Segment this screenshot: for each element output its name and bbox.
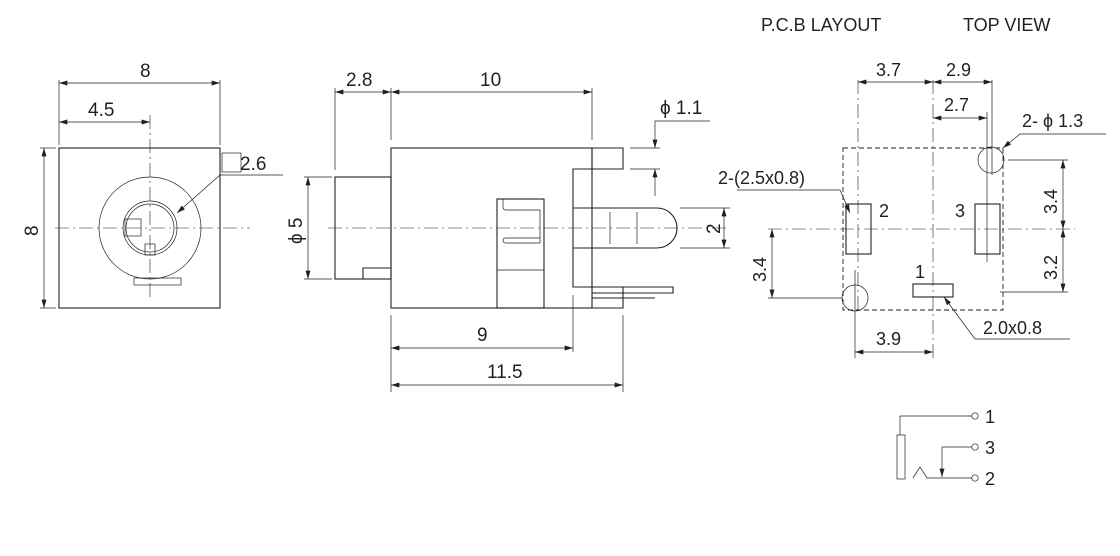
pad-3	[974, 203, 1001, 255]
dim-nose-dia: ϕ 5	[286, 218, 307, 245]
dim-front-height: 8	[22, 225, 43, 236]
dim-2-9: 2.9	[946, 60, 971, 80]
mount-hole	[977, 146, 1005, 174]
pad1-size-label: 2.0x0.8	[983, 318, 1042, 338]
pad-1-label: 1	[915, 262, 925, 282]
pcb-layout-title: P.C.B LAYOUT	[761, 15, 881, 35]
schematic-pin-3: 3	[985, 438, 995, 458]
pcb-layout: 3.7 2.9 2.7 2- ϕ 1.3 2-(2.5x0.8) 2.0x0.8…	[718, 60, 1106, 358]
schematic: 1 3 2	[896, 407, 995, 489]
pad-1	[912, 283, 954, 298]
top-view-title: TOP VIEW	[963, 15, 1050, 35]
dim-front-width: 8	[140, 61, 151, 82]
dim-3-2: 3.2	[1041, 255, 1061, 280]
schematic-pin-2: 2	[985, 469, 995, 489]
dim-pin-dia: ϕ 1.1	[660, 98, 702, 119]
dim-len-9: 9	[477, 325, 488, 346]
pad-2-label: 2	[879, 201, 889, 221]
side-view: 2.8 10 ϕ 5 ϕ 1.1 2 9 11.5	[286, 70, 730, 392]
sleeve-contact	[896, 434, 906, 480]
pads-23-label: 2-(2.5x0.8)	[718, 168, 805, 188]
holes-label: 2- ϕ 1.3	[1022, 111, 1083, 131]
dim-3-4-left: 3.4	[750, 257, 770, 282]
dim-body-len: 10	[480, 70, 501, 91]
dim-3-9: 3.9	[876, 329, 901, 349]
dim-3-4-right: 3.4	[1041, 189, 1061, 214]
schematic-pin-1: 1	[985, 407, 995, 427]
dim-2-7: 2.7	[944, 95, 969, 115]
dim-inner-dia: 2.6	[240, 154, 266, 175]
front-view: 8 4.5 8 2.6	[22, 61, 283, 309]
jack-hole	[125, 203, 175, 253]
pad-2	[845, 203, 872, 255]
dim-pin-height: 2	[704, 223, 725, 234]
outer-ring	[98, 176, 202, 280]
dim-center-offset: 4.5	[88, 100, 114, 121]
dim-3-7: 3.7	[876, 60, 901, 80]
pad-3-label: 3	[955, 201, 965, 221]
dim-nose-len: 2.8	[346, 70, 372, 91]
dim-len-total: 11.5	[487, 362, 523, 383]
